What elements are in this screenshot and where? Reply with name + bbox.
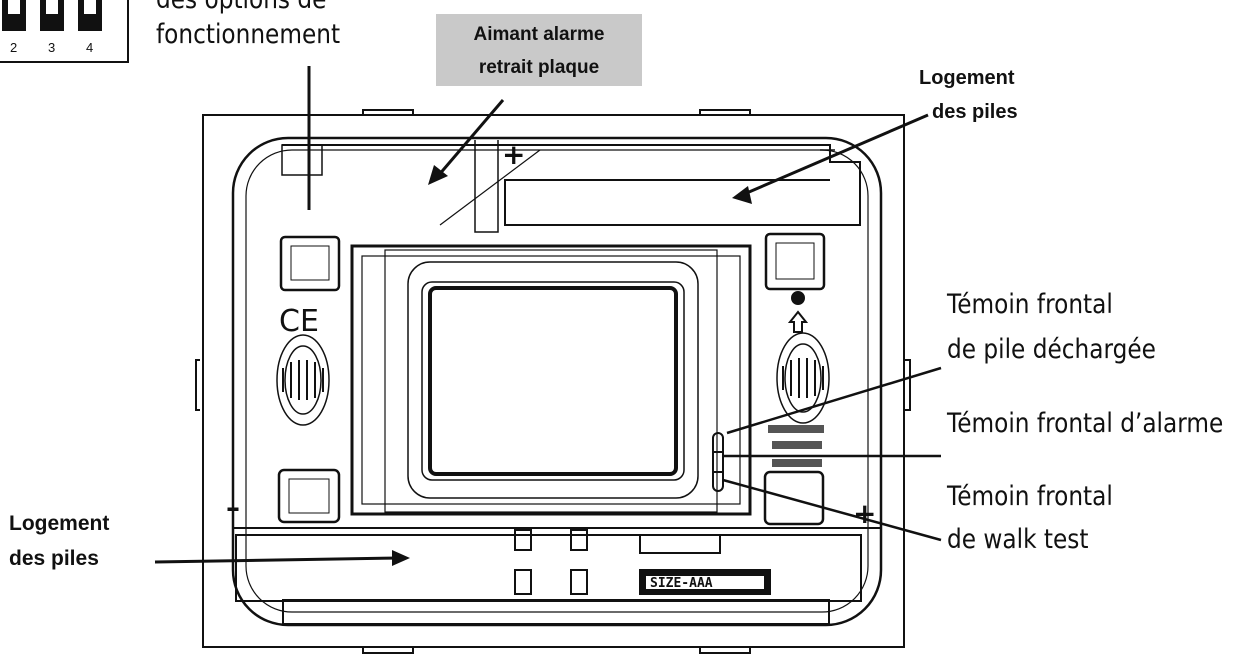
lens-module [350, 244, 752, 516]
walk-test-label-line2: de walk test [947, 524, 1089, 555]
clip-top-right [764, 232, 826, 291]
plus-top: + [502, 138, 525, 171]
magnet-label-line1: Aimant alarme [473, 24, 605, 45]
clip-top-left [279, 235, 341, 292]
dip-number-3: 3 [48, 40, 56, 55]
up-arrow-icon [787, 291, 809, 333]
dip-number-2: 2 [10, 40, 18, 55]
clip-bottom-left [277, 468, 341, 524]
pointer-battery-bottom [154, 556, 401, 564]
options-label-line1: des options de [156, 0, 326, 15]
pointers [154, 66, 942, 564]
led-column [712, 432, 724, 492]
ce-mark: CE [279, 304, 319, 339]
pointer-magnet [436, 99, 505, 177]
clip-bottom-right [763, 470, 825, 526]
top-battery-compartment [281, 140, 861, 233]
low-battery-label-line1: Témoin frontal [947, 289, 1113, 320]
alarm-led-label: Témoin frontal d’alarme [947, 408, 1224, 439]
dip-switch [0, 0, 129, 63]
magnet-label-box: Aimant alarme retrait plaque [436, 14, 642, 86]
plus-right: + [853, 497, 876, 530]
options-label-line2: fonctionnement [156, 19, 341, 50]
pointer-low-battery [726, 366, 942, 435]
arrowheads [392, 165, 752, 566]
walk-test-label-line1: Témoin frontal [947, 481, 1113, 512]
low-battery-label-line2: de pile déchargée [947, 334, 1156, 365]
battery-top-label-line1: Logement [919, 67, 1015, 89]
dip-number-4: 4 [86, 40, 94, 55]
screw-slot-left [276, 334, 330, 426]
battery-bottom-label-line1: Logement [9, 512, 110, 535]
pointer-walk-test [722, 478, 942, 542]
led-printing [768, 425, 824, 467]
mounting-plate [195, 109, 911, 654]
size-marking: SIZE-AAA [650, 576, 713, 591]
magnet-label-line2: retrait plaque [478, 57, 600, 78]
pointer-battery-top [741, 113, 929, 197]
battery-bottom-label-line2: des piles [9, 547, 99, 570]
minus-left: – [226, 491, 240, 524]
bottom-battery-compartment [233, 527, 881, 625]
battery-top-label-line2: des piles [932, 101, 1018, 123]
